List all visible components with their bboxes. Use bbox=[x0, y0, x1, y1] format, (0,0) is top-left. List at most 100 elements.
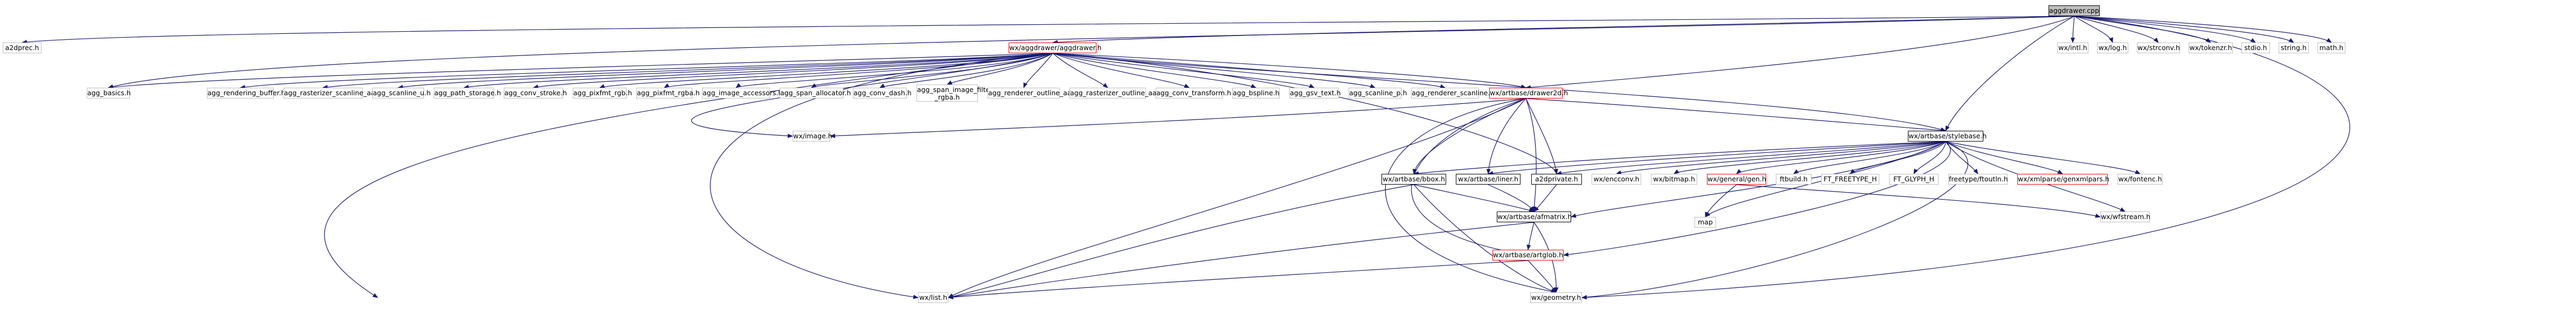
node-agg-renderer-outline-aa-h[interactable]: agg_renderer_outline_aa.h bbox=[988, 88, 1078, 98]
dependency-edge bbox=[948, 222, 1535, 299]
dependency-edge bbox=[1945, 141, 2141, 174]
dependency-edge bbox=[240, 53, 1053, 89]
dependency-edge bbox=[1488, 184, 1535, 212]
dependency-edge bbox=[811, 53, 1053, 88]
dependency-edge bbox=[1052, 53, 1446, 89]
node-wx-intl-h[interactable]: wx/intl.h bbox=[2057, 43, 2088, 53]
dependency-edge bbox=[1527, 260, 1557, 293]
node-aggdrawer-cpp[interactable]: aggdrawer.cpp bbox=[2049, 5, 2100, 16]
node-agg-conv-dash-h[interactable]: agg_conv_dash.h bbox=[853, 88, 912, 98]
node-wx-artbase-liner-h[interactable]: wx/artbase/liner.h bbox=[1456, 174, 1520, 185]
node-wx-log-h[interactable]: wx/log.h bbox=[2097, 43, 2128, 53]
node-string-h[interactable]: string.h bbox=[2279, 43, 2309, 53]
node-a2dprec-h[interactable]: a2dprec.h bbox=[3, 43, 41, 53]
dependency-edge bbox=[1525, 16, 2075, 90]
node-agg-path-storage-h[interactable]: agg_path_storage.h bbox=[434, 88, 501, 98]
node-wx-list-h[interactable]: wx/list.h bbox=[918, 292, 948, 303]
node-ft-freetype-h[interactable]: FT_FREETYPE_H bbox=[1821, 174, 1879, 185]
dependency-edge bbox=[1945, 16, 2075, 131]
node-ft-glyph-h[interactable]: FT_GLYPH_H bbox=[1889, 174, 1939, 185]
node-agg-conv-stroke-h[interactable]: agg_conv_stroke.h bbox=[504, 88, 567, 98]
node-agg-scanline-p-h[interactable]: agg_scanline_p.h bbox=[1349, 88, 1407, 98]
dependency-edge bbox=[948, 98, 1526, 298]
node-wx-geometry-h[interactable]: wx/geometry.h bbox=[1530, 292, 1582, 303]
node-agg-span-image-filter-rgba-h[interactable]: agg_span_image_filter _rgba.h bbox=[916, 84, 992, 102]
node-agg-span-allocator-h[interactable]: agg_span_allocator.h bbox=[780, 88, 851, 98]
node-wx-wfstream-h[interactable]: wx/wfstream.h bbox=[2100, 212, 2150, 222]
node-math-h[interactable]: math.h bbox=[2317, 43, 2345, 53]
dependency-edge bbox=[322, 53, 1053, 89]
dependency-edge bbox=[2074, 16, 2113, 43]
node-wx-fontenc-h[interactable]: wx/fontenc.h bbox=[2117, 174, 2163, 185]
dependency-edge bbox=[1488, 141, 1946, 175]
dependency-edge bbox=[533, 53, 1053, 89]
dependency-edge bbox=[1736, 184, 2101, 218]
dependency-edge bbox=[1945, 141, 2063, 174]
node-wx-artbase-bbox-h[interactable]: wx/artbase/bbox.h bbox=[1381, 174, 1446, 185]
node-agg-pixfmt-rgb-h[interactable]: agg_pixfmt_rgb.h bbox=[573, 88, 632, 98]
node-agg-rasterizer-outline-aa-h[interactable]: agg_rasterizer_outline_aa.h bbox=[1070, 88, 1163, 98]
node-agg-conv-transform-h[interactable]: agg_conv_transform.h bbox=[1156, 88, 1231, 98]
dependency-edge bbox=[830, 98, 1526, 138]
dependency-edge bbox=[1705, 184, 1737, 217]
dependency-edge bbox=[2074, 16, 2294, 43]
node-agg-gsv-text-h[interactable]: agg_gsv_text.h bbox=[1289, 88, 1341, 98]
dependency-edge bbox=[1413, 184, 1557, 293]
dependency-edge bbox=[1913, 141, 1946, 174]
node-freetype-ftoutln-h[interactable]: freetype/ftoutln.h bbox=[1948, 174, 2008, 185]
node-wx-artbase-stylebase-h[interactable]: wx/artbase/stylebase.h bbox=[1908, 131, 1987, 142]
node-agg-basics-h[interactable]: agg_basics.h bbox=[87, 88, 131, 98]
dependency-edge bbox=[879, 53, 1053, 88]
node-wx-artbase-drawer2d-h[interactable]: wx/artbase/drawer2d.h bbox=[1489, 88, 1568, 98]
node-wx-image-h[interactable]: wx/image.h bbox=[793, 131, 832, 142]
dependency-edge bbox=[1526, 222, 1535, 250]
dependency-edge bbox=[1023, 53, 1053, 88]
dependency-edge bbox=[1525, 98, 1946, 133]
node-agg-rendering-buffer-h[interactable]: agg_rendering_buffer.h bbox=[207, 88, 286, 98]
node-agg-image-accessors-h[interactable]: agg_image_accessors.h bbox=[702, 88, 782, 98]
dependency-edge bbox=[948, 260, 1529, 300]
node-a2dprivate-h[interactable]: a2dprivate.h bbox=[1531, 174, 1582, 185]
node-stdio-h[interactable]: stdio.h bbox=[2241, 43, 2270, 53]
dependency-edge bbox=[735, 53, 1053, 88]
dependency-edge bbox=[947, 53, 1053, 85]
dependency-edge bbox=[1412, 98, 1526, 174]
dependency-edge bbox=[463, 53, 1053, 89]
node-agg-pixfmt-rgba-h[interactable]: agg_pixfmt_rgba.h bbox=[636, 88, 700, 98]
dependency-edge bbox=[1563, 141, 1951, 257]
dependency-edge bbox=[1793, 141, 1946, 174]
dependency-edge bbox=[1556, 141, 1946, 175]
node-wx-encconv-h[interactable]: wx/encconv.h bbox=[1592, 174, 1641, 185]
dependency-edge bbox=[324, 53, 1053, 298]
node-agg-scanline-u-h[interactable]: agg_scanline_u.h bbox=[372, 88, 431, 98]
node-agg-rasterizer-scanline-aa-h[interactable]: agg_rasterizer_scanline_aa.h bbox=[283, 88, 381, 98]
node-wx-xmlparse-genxmlpars-h[interactable]: wx/xmlparse/genxmlpars.h bbox=[2017, 174, 2109, 185]
dependency-edge bbox=[1052, 53, 1315, 88]
node-agg-renderer-scanline-h[interactable]: agg_renderer_scanline.h bbox=[1411, 88, 1494, 98]
dependency-edge bbox=[1052, 53, 1108, 88]
dependency-edge bbox=[1052, 53, 1558, 174]
dependency-edge bbox=[108, 16, 2075, 89]
dependency-edge bbox=[710, 53, 1053, 299]
dependency-edge bbox=[1486, 98, 1526, 174]
node-ftbuild-h[interactable]: ftbuild.h bbox=[1776, 174, 1811, 185]
node-wx-general-gen-h[interactable]: wx/general/gen.h bbox=[1707, 174, 1766, 185]
dependency-edge bbox=[1736, 141, 1946, 174]
dependency-edge bbox=[948, 184, 1414, 299]
dependency-edge bbox=[1413, 184, 1535, 213]
node-map[interactable]: map bbox=[1695, 217, 1716, 228]
node-wx-tokenzr-h[interactable]: wx/tokenzr.h bbox=[2189, 43, 2233, 53]
dependency-edge bbox=[1525, 98, 1537, 212]
node-wx-aggdrawer-aggdrawer-h[interactable]: wx/aggdrawer/aggdrawer.h bbox=[1009, 43, 1101, 53]
dependency-edge bbox=[1052, 53, 1256, 88]
node-agg-bspline-h[interactable]: agg_bspline.h bbox=[1232, 88, 1280, 98]
dependency-edge bbox=[2074, 16, 2159, 43]
dependency-edge bbox=[2071, 16, 2075, 43]
node-wx-artbase-artglob-h[interactable]: wx/artbase/artglob.h bbox=[1492, 250, 1564, 260]
node-wx-bitmap-h[interactable]: wx/bitmap.h bbox=[1651, 174, 1697, 185]
dependency-edge bbox=[398, 53, 1053, 89]
dependency-edge bbox=[1052, 53, 1526, 89]
node-wx-artbase-afmatrix-h[interactable]: wx/artbase/afmatrix.h bbox=[1497, 212, 1572, 222]
node-wx-strconv-h[interactable]: wx/strconv.h bbox=[2137, 43, 2180, 53]
dependency-edge bbox=[691, 53, 1053, 138]
